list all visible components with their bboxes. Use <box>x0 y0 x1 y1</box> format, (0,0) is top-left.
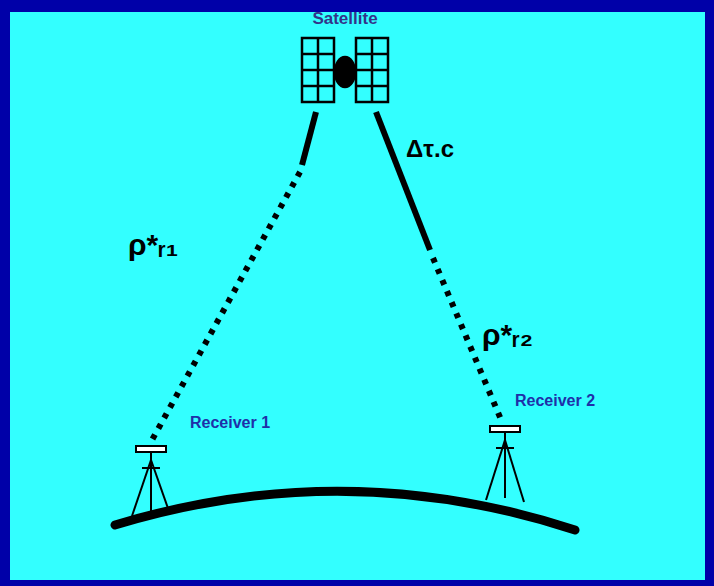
panel <box>10 12 705 580</box>
satellite-label: Satellite <box>312 10 377 29</box>
receiver-label: Receiver 2 <box>515 392 595 410</box>
receiver-tripod <box>486 426 524 502</box>
satellite-icon <box>302 38 388 102</box>
receiver-label: Receiver 1 <box>190 414 270 432</box>
range-label: ρ*ᵣ₂ <box>482 318 533 351</box>
receiver-tripod <box>132 446 170 516</box>
range-label: Δτ.c <box>406 136 454 162</box>
range-label: ρ*ᵣ₁ <box>128 228 178 261</box>
signal-path <box>152 112 502 440</box>
